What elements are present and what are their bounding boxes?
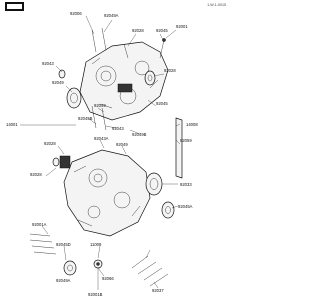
label-92049A: 92049A xyxy=(104,13,119,18)
bearing-lower-left xyxy=(63,260,77,276)
seal-lower-right xyxy=(161,201,175,219)
label-92045A: 92045A xyxy=(178,204,193,209)
bolts-bottom-right xyxy=(131,255,169,287)
label-92049B: 92049B xyxy=(132,132,147,137)
label-11009: 11009 xyxy=(90,242,102,247)
crankcase-exploded-diagram: 1-W-1-0015 xyxy=(5,2,226,297)
bolts-bottom-left xyxy=(29,233,57,255)
label-92001A: 92001A xyxy=(32,222,47,227)
label-92059: 92059 xyxy=(180,138,192,143)
label-92001-top: 92001 xyxy=(176,24,188,29)
label-92033: 92033 xyxy=(180,182,192,187)
label-92049A-low: 92049A xyxy=(56,278,71,283)
label-14001: 14001 xyxy=(6,122,18,127)
label-92028-low: 92028 xyxy=(30,172,42,177)
knock-pin-upper xyxy=(58,69,66,79)
leader-lines xyxy=(20,15,181,290)
label-92045B: 92045B xyxy=(78,116,93,121)
label-92001B: 92001B xyxy=(88,292,103,297)
left-bearing-upper xyxy=(66,87,82,109)
upper-crankcase-half xyxy=(79,41,169,121)
label-92066: 92066 xyxy=(102,276,114,281)
label-92045D: 92045D xyxy=(56,242,71,247)
drain-plug xyxy=(93,259,103,269)
stud-bolts-upper xyxy=(91,27,129,131)
knock-pin-lower xyxy=(52,157,60,167)
label-92043-mid: 92043 xyxy=(112,126,124,131)
label-92028-right: 92028 xyxy=(164,68,176,73)
breather-hose xyxy=(175,117,183,179)
bearing-lower-right xyxy=(145,172,163,196)
label-92006: 92006 xyxy=(70,11,82,16)
lower-crankcase-half xyxy=(59,149,151,237)
label-92028-top: 92028 xyxy=(132,28,144,33)
label-92049-left: 92049 xyxy=(52,80,64,85)
small-bearing-upper-right xyxy=(144,70,156,86)
label-92028-mid: 92028 xyxy=(44,141,56,146)
label-92045-top: 92045 xyxy=(156,28,168,33)
label-92045-mid: 92045 xyxy=(156,101,168,106)
brand-logo xyxy=(5,2,24,11)
label-14008: 14008 xyxy=(186,122,198,127)
label-92043A: 92043A xyxy=(94,136,109,141)
label-92037: 92037 xyxy=(152,288,164,293)
label-92049-low: 92049 xyxy=(116,142,128,147)
bolt-top-right xyxy=(159,38,166,59)
label-92049-mid: 92049 xyxy=(94,103,106,108)
part-labels: 92006 92049A 92028 92045 92001 92043 920… xyxy=(6,11,198,297)
diagram-code: 1-W-1-0015 xyxy=(207,3,226,7)
label-92043: 92043 xyxy=(42,61,54,66)
